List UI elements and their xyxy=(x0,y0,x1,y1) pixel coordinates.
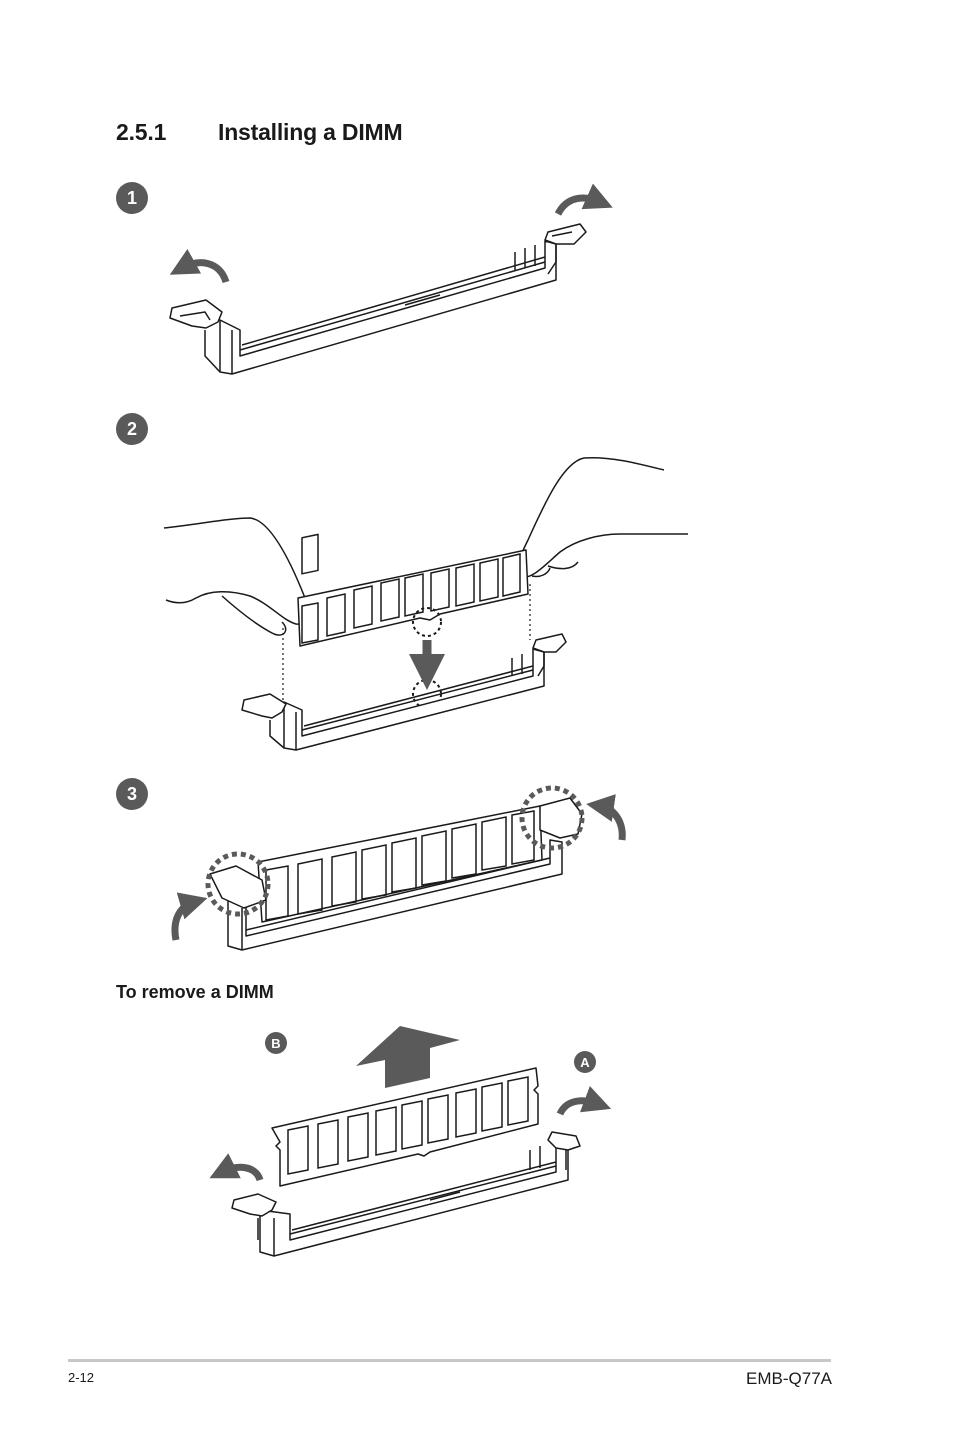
footer-page-number: 2-12 xyxy=(68,1370,95,1385)
footer-rule xyxy=(68,1359,831,1362)
step-1-left-arrow xyxy=(169,248,230,284)
step-1-slot xyxy=(169,223,587,375)
step-3-chips xyxy=(265,810,535,921)
section-title-text: Installing a DIMM xyxy=(218,119,403,145)
step-3-slot xyxy=(209,797,583,951)
step-2-notch-top xyxy=(412,607,442,637)
remove-left-arrow xyxy=(209,1153,264,1182)
step-2-badge: 2 xyxy=(116,413,148,445)
step-1-right-arrow xyxy=(554,183,613,216)
step-3-right-arrow xyxy=(586,794,626,841)
section-number: 2.5.1 xyxy=(116,119,167,145)
step-3-right-clip-highlight xyxy=(519,785,585,851)
remove-heading: To remove a DIMM xyxy=(116,982,274,1002)
remove-label-b: B xyxy=(265,1032,287,1054)
remove-right-arrow xyxy=(556,1085,612,1116)
footer-model-name: EMB-Q77A xyxy=(746,1369,832,1388)
remove-up-arrow xyxy=(356,1026,460,1088)
step-1-badge: 1 xyxy=(116,182,148,214)
section-title: 2.5.1 Installing a DIMM xyxy=(116,119,403,146)
step-3-left-arrow xyxy=(171,892,208,941)
step-2-module xyxy=(297,533,529,647)
step-2-slot xyxy=(241,633,567,751)
step-3-left-clip-highlight xyxy=(205,851,271,917)
remove-module xyxy=(271,1067,539,1187)
step-2-chips xyxy=(301,553,521,644)
remove-slot xyxy=(231,1131,581,1257)
remove-chips xyxy=(287,1076,529,1175)
step-3-badge: 3 xyxy=(116,778,148,810)
remove-label-a: A xyxy=(574,1051,596,1073)
